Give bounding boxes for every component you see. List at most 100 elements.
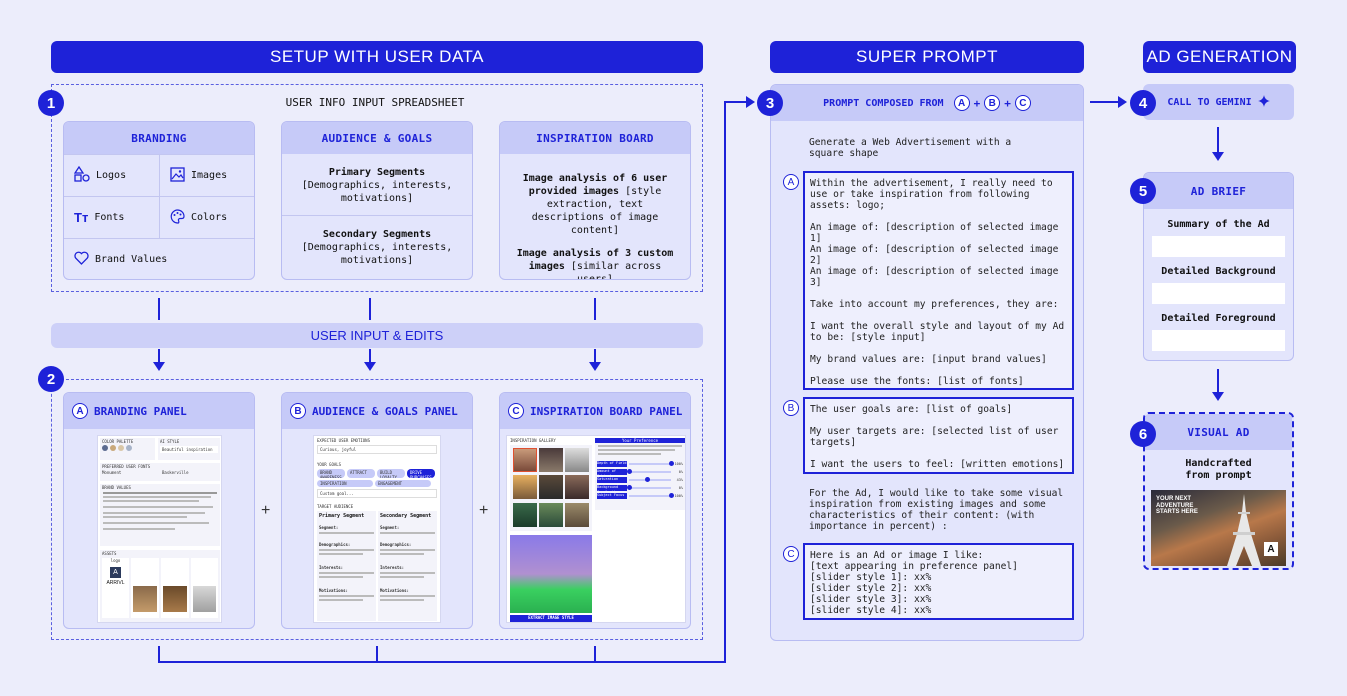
branding-fonts-label: Fonts — [94, 212, 125, 223]
banner-ad-generation: AD GENERATION — [1143, 41, 1296, 73]
arrow-down-icon — [153, 362, 165, 371]
preference-slider[interactable]: Background Complexity0% — [597, 485, 683, 491]
gallery-image[interactable] — [513, 475, 537, 500]
inspiration-p1-bold: Image analysis of 6 user provided images — [522, 173, 668, 197]
gallery-grid — [510, 445, 592, 531]
goal-chip[interactable]: BUILD LOYALTY — [377, 469, 405, 478]
slider-track[interactable] — [627, 485, 671, 490]
prompt-box-b: The user goals are: [list of goals] My u… — [803, 397, 1074, 474]
custom-goal-input[interactable]: Custom goal... — [317, 489, 437, 498]
color-swatch — [110, 445, 116, 451]
slider-track[interactable] — [629, 477, 671, 482]
goal-chip[interactable]: ENGAGEMENT — [375, 480, 431, 487]
font2-value: Baskerville — [162, 470, 189, 475]
audience-panel-title: AUDIENCE & GOALS PANEL — [312, 404, 458, 418]
gallery-label: INSPIRATION GALLERY — [510, 438, 556, 443]
slider-knob[interactable] — [627, 469, 632, 474]
brief-summary-label: Summary of the Ad — [1167, 219, 1270, 230]
expected-emotions-label: EXPECTED USER EMOTIONS — [317, 438, 370, 443]
prompt-box-a-text: Within the advertisement, I really need … — [810, 178, 1065, 420]
slider-label: Saturation — [597, 477, 627, 483]
audience-primary-desc: [Demographics, interests, motivations] — [301, 180, 453, 204]
slider-knob[interactable] — [627, 485, 632, 490]
color-swatch — [126, 445, 132, 451]
gallery-image[interactable] — [539, 502, 563, 527]
arrow-down-icon — [364, 362, 376, 371]
brief-background-field[interactable] — [1152, 283, 1285, 304]
slider-knob[interactable] — [645, 477, 651, 482]
plus-sign: + — [261, 502, 271, 519]
prompt-intro: Generate a Web Advertisement with a squa… — [809, 137, 1017, 159]
audience-card: AUDIENCE & GOALS Primary Segments [Demog… — [281, 121, 473, 280]
gallery-image[interactable] — [565, 475, 589, 500]
asset-image — [161, 558, 189, 618]
emotions-input[interactable]: Curious, joyful — [317, 445, 437, 454]
slider-knob[interactable] — [669, 493, 674, 498]
branding-panel-title: BRANDING PANEL — [94, 404, 187, 418]
inspiration-p1-rest: [style extraction, text descriptions of … — [531, 186, 662, 236]
asset-image — [131, 558, 159, 618]
letter-c-badge: C — [783, 546, 799, 562]
brief-foreground-label: Detailed Foreground — [1161, 313, 1276, 324]
gallery-image[interactable] — [565, 448, 589, 472]
preference-slider[interactable]: Amount of Subjects0% — [597, 469, 683, 475]
connector-line — [594, 349, 596, 363]
goal-chips: BRAND AWARENESS ATTRACT BUILD LOYALTY DR… — [314, 469, 440, 487]
prompt-box-c-text: Here is an Ad or image I like: [text app… — [810, 550, 1018, 616]
letter-a-badge: A — [953, 95, 970, 111]
call-to-gemini: CALL TO GEMINI — [1143, 84, 1294, 120]
target-audience-label: TARGET AUDIENCE — [317, 504, 354, 509]
gallery-image[interactable] — [513, 502, 537, 527]
segment-field-label: Interests: — [319, 565, 344, 570]
goal-chip[interactable]: BRAND AWARENESS — [317, 469, 345, 478]
step1-title: USER INFO INPUT SPREADSHEET — [285, 96, 465, 109]
your-goals-label: YOUR GOALS — [317, 462, 342, 467]
banner-setup: SETUP WITH USER DATA — [51, 41, 703, 73]
step1-container — [51, 84, 703, 292]
prompt-header-label: PROMPT COMPOSED FROM — [823, 97, 944, 109]
connector-line — [594, 646, 596, 663]
connector-line — [724, 101, 748, 103]
gallery-image[interactable] — [513, 448, 537, 472]
goal-chip[interactable]: ATTRACT — [347, 469, 375, 478]
slider-track[interactable] — [627, 469, 671, 474]
inspiration-card-header: INSPIRATION BOARD — [500, 122, 690, 154]
fonts-row: Monument Baskerville — [100, 470, 220, 475]
letter-b-badge: B — [984, 95, 1001, 111]
slider-knob[interactable] — [669, 461, 674, 466]
asset-logo-text: ARRIVL — [106, 580, 125, 586]
step-number-6: 6 — [1130, 421, 1156, 447]
connector-line — [158, 298, 160, 320]
step-number-1: 1 — [38, 90, 64, 116]
goal-chip[interactable]: DRIVE PURCHASES — [407, 469, 435, 478]
slider-track[interactable] — [629, 493, 674, 498]
slider-value: 43% — [676, 477, 683, 482]
gallery-image[interactable] — [539, 448, 563, 472]
arrow-down-icon — [1212, 392, 1224, 401]
extract-style-button[interactable]: EXTRACT IMAGE STYLE — [510, 615, 592, 622]
prompt-box-b-text: The user goals are: [list of goals] My u… — [810, 404, 1065, 470]
fonts-label: PREFERRED USER FONTS — [102, 464, 151, 469]
gallery-image[interactable] — [565, 502, 589, 527]
gallery-image[interactable] — [539, 475, 563, 500]
slider-label: Background Complexity — [597, 485, 627, 491]
audience-panel-header: B AUDIENCE & GOALS PANEL — [282, 393, 472, 429]
connector-line — [369, 349, 371, 363]
asset-image — [191, 558, 218, 618]
preference-slider[interactable]: Saturation 43% — [597, 477, 683, 483]
primary-segment-title: Primary Segment — [319, 513, 365, 519]
goal-chip[interactable]: INSPIRATION — [317, 480, 373, 487]
brief-summary-field[interactable] — [1152, 236, 1285, 257]
connector-line — [1217, 127, 1219, 153]
super-prompt-header: PROMPT COMPOSED FROM A + B + C — [771, 85, 1083, 121]
brief-foreground-field[interactable] — [1152, 330, 1285, 351]
visual-ad-text: YOUR NEXT ADVENTURE STARTS HERE — [1156, 496, 1198, 515]
slider-track[interactable] — [629, 461, 674, 466]
segment-field-label: Interests: — [380, 565, 405, 570]
letter-b-badge: B — [783, 400, 799, 416]
slider-label: Amount of Subjects — [597, 469, 627, 475]
secondary-segment-card: Secondary Segment Segment: Demographics:… — [378, 511, 437, 621]
segment-field-label: Segment: — [380, 525, 400, 530]
